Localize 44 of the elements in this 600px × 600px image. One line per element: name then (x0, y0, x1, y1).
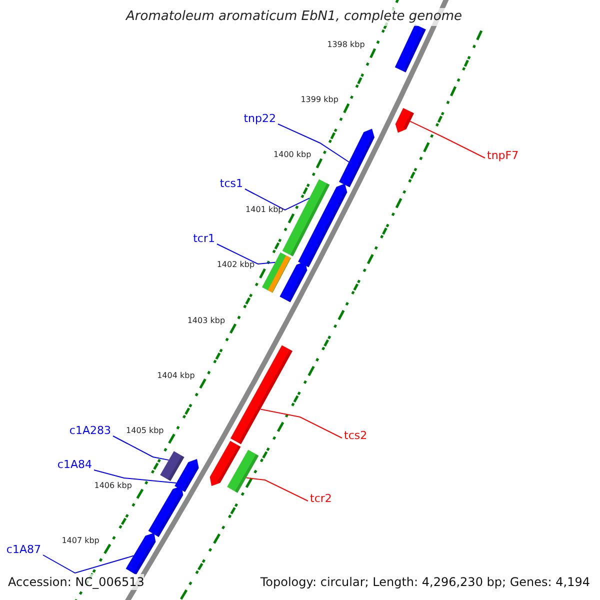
leader-line (260, 408, 342, 438)
genome-info-text: Topology: circular; Length: 4,296,230 bp; Genes: 4,194 (260, 574, 590, 590)
leader-line (244, 188, 310, 211)
scale-label: 1405 kbp (126, 426, 164, 436)
gene-label: tcr1 (193, 232, 215, 245)
gene-bar (174, 459, 199, 492)
gene-bar (148, 486, 184, 537)
scale-label: 1406 kbp (94, 480, 132, 491)
leader-line (278, 124, 350, 162)
gene-label: tnp22 (244, 112, 276, 125)
chart-title: Aromatoleum aromaticum EbN1, complete genome (124, 8, 464, 26)
leader-line (112, 436, 170, 461)
gene-bar (298, 184, 348, 268)
scale-label: 1399 kbp (300, 95, 338, 106)
leader-line (216, 244, 276, 265)
gene-label: c1A87 (6, 543, 41, 556)
gene-label: c1A84 (57, 458, 92, 471)
scale-label: 1403 kbp (187, 316, 226, 326)
gene-bar (394, 24, 426, 72)
accession-text: Accession: NC_006513 (8, 574, 144, 590)
scale-label: 1400 kbp (274, 150, 312, 160)
gene-bar (160, 451, 184, 481)
scale-label: 1402 kbp (216, 260, 255, 270)
scale-label: 1404 kbp (157, 370, 195, 381)
gene-label: tcr2 (310, 492, 332, 505)
gene-bar (126, 532, 156, 575)
scale-label: 1401 kbp (246, 205, 284, 216)
leader-line (246, 477, 308, 502)
gene-label: tcs2 (344, 429, 368, 442)
gene-label: tnpF7 (487, 149, 519, 162)
leader-line (410, 120, 486, 158)
leader-line (94, 470, 177, 484)
gene-bar (282, 179, 330, 256)
gene-label: c1A283 (69, 424, 111, 437)
scale-label: 1398 kbp (327, 40, 365, 50)
gene-bar (227, 450, 259, 493)
gene-bar (230, 345, 292, 444)
leader-line (42, 554, 134, 574)
scale-label: 1407 kbp (62, 536, 100, 546)
gene-bar (395, 108, 414, 133)
gene-bar (339, 128, 374, 188)
gene-bar (210, 440, 241, 486)
gene-label: tcs1 (220, 177, 243, 190)
gene-bar (280, 261, 308, 302)
